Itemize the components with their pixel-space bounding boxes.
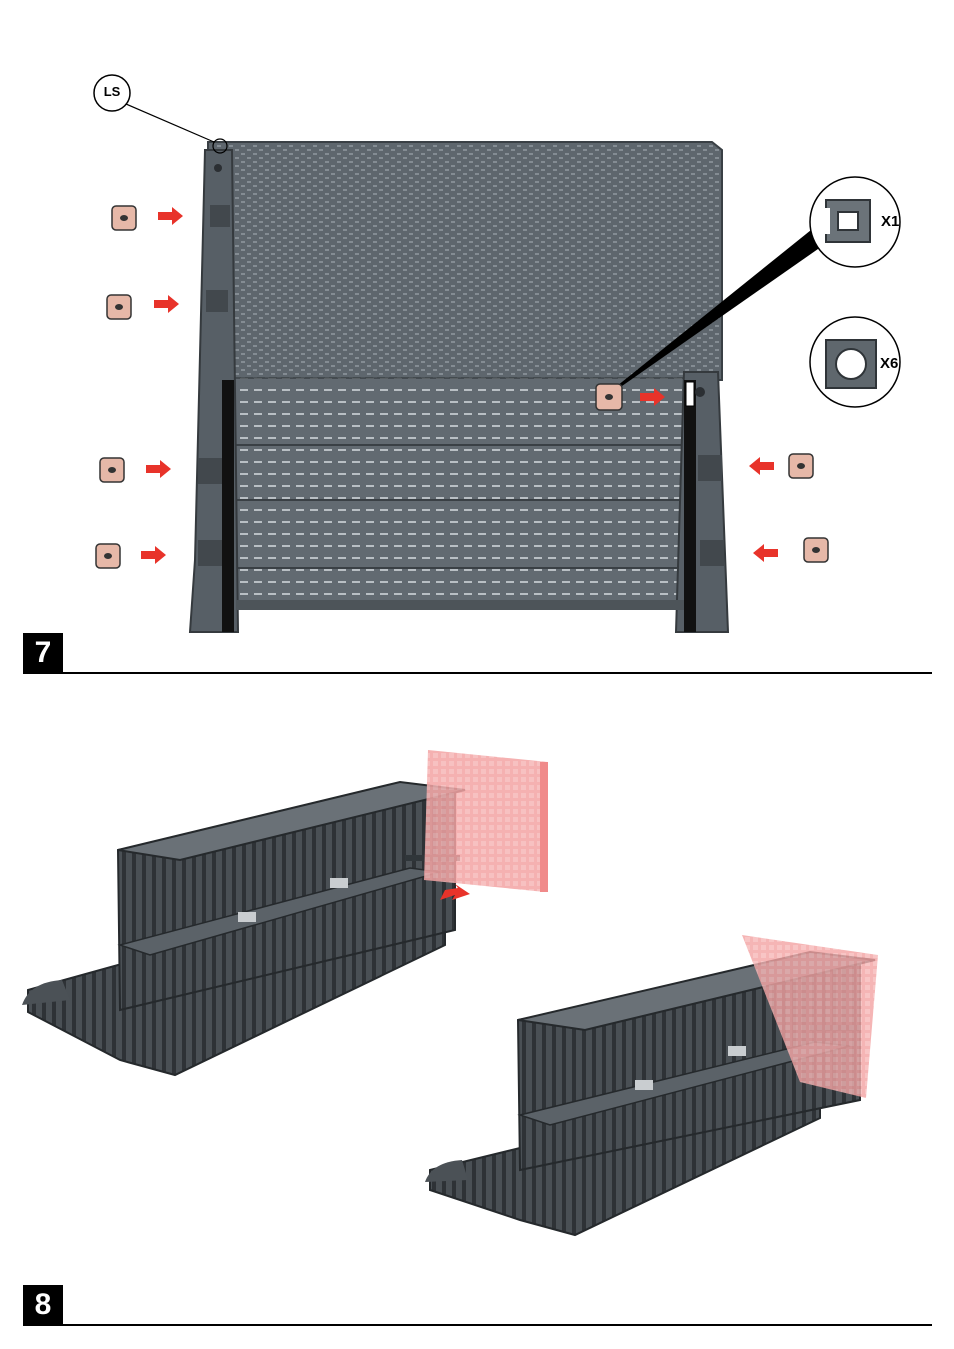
square-clip-icon bbox=[596, 384, 622, 410]
square-clip-icon bbox=[107, 295, 131, 319]
ls-label: LS bbox=[94, 84, 130, 99]
red-arrow-icon bbox=[158, 207, 183, 225]
square-clip-icon bbox=[804, 538, 828, 562]
side-panel-highlight-left bbox=[424, 750, 548, 892]
red-arrow-icon bbox=[753, 544, 778, 562]
step-number-8: 8 bbox=[23, 1285, 63, 1325]
red-arrow-icon bbox=[154, 295, 179, 313]
step-7-divider bbox=[23, 672, 932, 674]
part-b-quantity: X6 bbox=[880, 355, 898, 372]
red-arrow-icon bbox=[749, 457, 774, 475]
square-clip-icon bbox=[100, 458, 124, 482]
red-arrow-icon bbox=[141, 546, 166, 564]
step-number-7: 7 bbox=[23, 633, 63, 673]
back-panel bbox=[190, 142, 728, 632]
assembly-partial bbox=[22, 782, 470, 1075]
part-a-quantity: X1 bbox=[881, 213, 899, 230]
open-clip-icon bbox=[824, 200, 870, 242]
red-arrow-icon bbox=[146, 460, 171, 478]
square-clip-icon bbox=[112, 206, 136, 230]
step-8-divider bbox=[23, 1324, 932, 1326]
square-clip-icon bbox=[96, 544, 120, 568]
square-clip-icon bbox=[789, 454, 813, 478]
closed-clip-icon bbox=[826, 340, 876, 388]
